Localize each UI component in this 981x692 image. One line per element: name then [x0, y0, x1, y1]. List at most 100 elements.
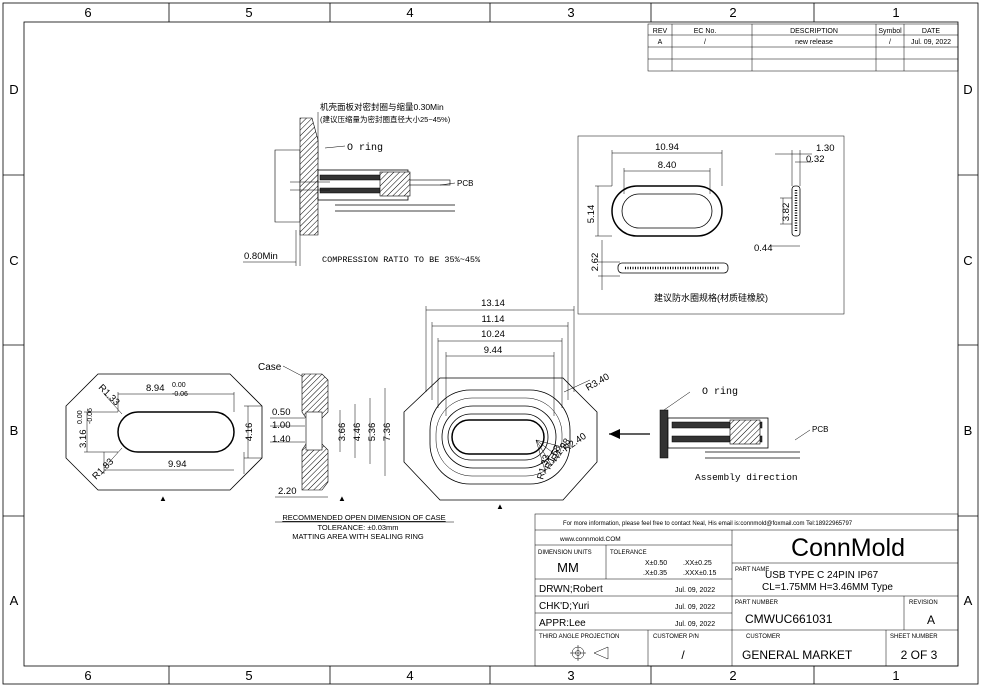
rev-header: Symbol	[878, 28, 902, 35]
tol-xxx: .XXX±0.15	[683, 570, 717, 577]
dim-label: 0.32	[806, 154, 825, 165]
pcb-label: PCB	[457, 179, 473, 188]
zone-row-label: B	[10, 423, 19, 438]
notes: RECOMMENDED OPEN DIMENSION OF CASE TOLER…	[275, 513, 454, 541]
zone-row-label: D	[9, 82, 18, 97]
company-logo-text: ConnMold	[791, 534, 905, 562]
note-line: TOLERANCE: ±0.03mm	[317, 523, 398, 532]
dim-label: -0.06	[172, 391, 188, 398]
revision-table: REV EC No. DESCRIPTION Symbol DATE A / n…	[647, 23, 959, 72]
dim-label: 7.36	[382, 423, 393, 442]
zone-col-label: 3	[567, 668, 574, 683]
part-name-line1: USB TYPE C 24PIN IP67	[765, 570, 879, 581]
customer-label: CUSTOMER	[746, 634, 781, 640]
zone-col-label: 1	[892, 668, 899, 683]
dim-label: 1.00	[272, 420, 291, 431]
zone-col-label: 2	[729, 668, 736, 683]
dim-label: 5.14	[586, 205, 597, 224]
tol-xx: .XX±0.25	[683, 560, 712, 567]
pcb-label: PCB	[812, 425, 828, 434]
zone-labels: 6 5 4 3 2 1 6 5 4 3 2 1 D C B A D C B A	[9, 5, 972, 683]
zone-col-label: 2	[729, 5, 736, 20]
drawn-by: DRWN;Robert	[539, 584, 603, 595]
rev-header: REV	[653, 28, 668, 35]
dim-label: 2.20	[278, 486, 297, 497]
zone-col-label: 3	[567, 5, 574, 20]
dim-label: 9.94	[168, 459, 187, 470]
rev-cell: Jul. 09, 2022	[911, 39, 951, 46]
part-name-line2: CL=1.75MM H=3.46MM Type	[762, 582, 893, 593]
dim-label: 8.94	[146, 383, 165, 394]
title-block: For more information, please feel free t…	[534, 513, 959, 667]
sheet-label: SHEET NUMBER	[890, 634, 938, 640]
note-line: RECOMMENDED OPEN DIMENSION OF CASE	[282, 513, 445, 522]
zone-row-label: A	[964, 593, 973, 608]
dimension-units-label: DIMENSION UNITS	[538, 550, 592, 556]
dimension-units: MM	[557, 560, 579, 575]
dim-label: 10.24	[481, 329, 505, 340]
rev-cell: /	[889, 39, 891, 46]
datum-symbol: ▲	[338, 494, 346, 503]
checked-by: CHK'D;Yuri	[539, 601, 589, 612]
zone-col-label: 5	[245, 668, 252, 683]
dim-label: R1.33	[96, 382, 122, 408]
rev-header: DESCRIPTION	[790, 28, 838, 35]
customer: GENERAL MARKET	[742, 648, 853, 662]
tolerance-label: TOLERANCE	[610, 550, 647, 556]
checked-date: Jul. 09, 2022	[675, 604, 715, 611]
oring-label: O ring	[702, 386, 738, 398]
dim-label: 0.44	[754, 243, 773, 254]
dim-label: 5.36	[367, 423, 378, 442]
dim-label: 13.14	[481, 298, 505, 309]
rev-cell: A	[658, 39, 663, 46]
dim-label: 4.16	[244, 423, 255, 442]
website: www.connmold.COM	[559, 536, 621, 543]
sheet-number: 2 OF 3	[901, 648, 938, 662]
dim-label: 4.46	[352, 423, 363, 442]
section-view-top: 机壳面板对密封圈与缩量0.30Min (建议压缩量为密封圈直径大小25~45%)…	[243, 102, 481, 266]
dim-label: 2.62	[590, 253, 601, 272]
rev-cell: new release	[795, 39, 833, 46]
dim-label: R1.83	[90, 456, 116, 482]
dim-label: -0.06	[87, 408, 94, 424]
dim-label: 1.40	[272, 434, 291, 445]
zone-row-label: C	[963, 253, 972, 268]
tol-x: X±0.50	[645, 560, 667, 567]
oring-spec-caption: 建议防水圈规格(材质硅橡胶)	[654, 292, 768, 303]
dim-label: 0.00	[77, 410, 84, 424]
rev-header: DATE	[922, 28, 940, 35]
zone-row-label: C	[9, 253, 18, 268]
dim-label: 10.94	[655, 142, 679, 153]
approved-by: APPR:Lee	[539, 618, 586, 629]
oring-spec-view: 10.94 8.40 5.14 2.62 1.30 0.32 3.82 0.44…	[577, 135, 845, 315]
note-line: MATTING AREA WITH SEALING RING	[292, 532, 424, 541]
customer-pn-label: CUSTOMER P/N	[653, 634, 699, 640]
section-note-line1: 机壳面板对密封圈与缩量0.30Min	[320, 102, 444, 112]
assembly-direction-label: Assembly direction	[695, 472, 798, 483]
case-section-view: Case 0.50 1.00 1.40 3.66 4.46 5.36 7.36 …	[258, 362, 393, 503]
dim-label: R3.40	[584, 371, 611, 393]
dim-label: 8.40	[658, 160, 677, 171]
section-note-line2: (建议压缩量为密封圈直径大小25~45%)	[320, 114, 451, 124]
projection-symbol-icon	[570, 645, 609, 661]
zone-row-label: A	[10, 593, 19, 608]
rev-cell: /	[704, 39, 706, 46]
oring-label: O ring	[347, 142, 383, 154]
zone-row-label: B	[964, 423, 973, 438]
customer-pn: /	[681, 648, 685, 662]
dim-label: 0.50	[272, 407, 291, 418]
rev-header: EC No.	[694, 28, 717, 35]
approved-date: Jul. 09, 2022	[675, 621, 715, 628]
datum-symbol: ▲	[159, 494, 167, 503]
zone-row-label: D	[963, 82, 972, 97]
dim-label: 11.14	[481, 314, 504, 325]
datum-symbol: ▲	[496, 502, 504, 511]
zone-col-label: 6	[84, 668, 91, 683]
zone-col-label: 1	[892, 5, 899, 20]
min-thickness-label: 0.80Min	[244, 251, 278, 262]
dim-label: 3.16	[78, 430, 89, 449]
part-number-label: PART NUMBER	[735, 600, 779, 606]
zone-col-label: 6	[84, 5, 91, 20]
